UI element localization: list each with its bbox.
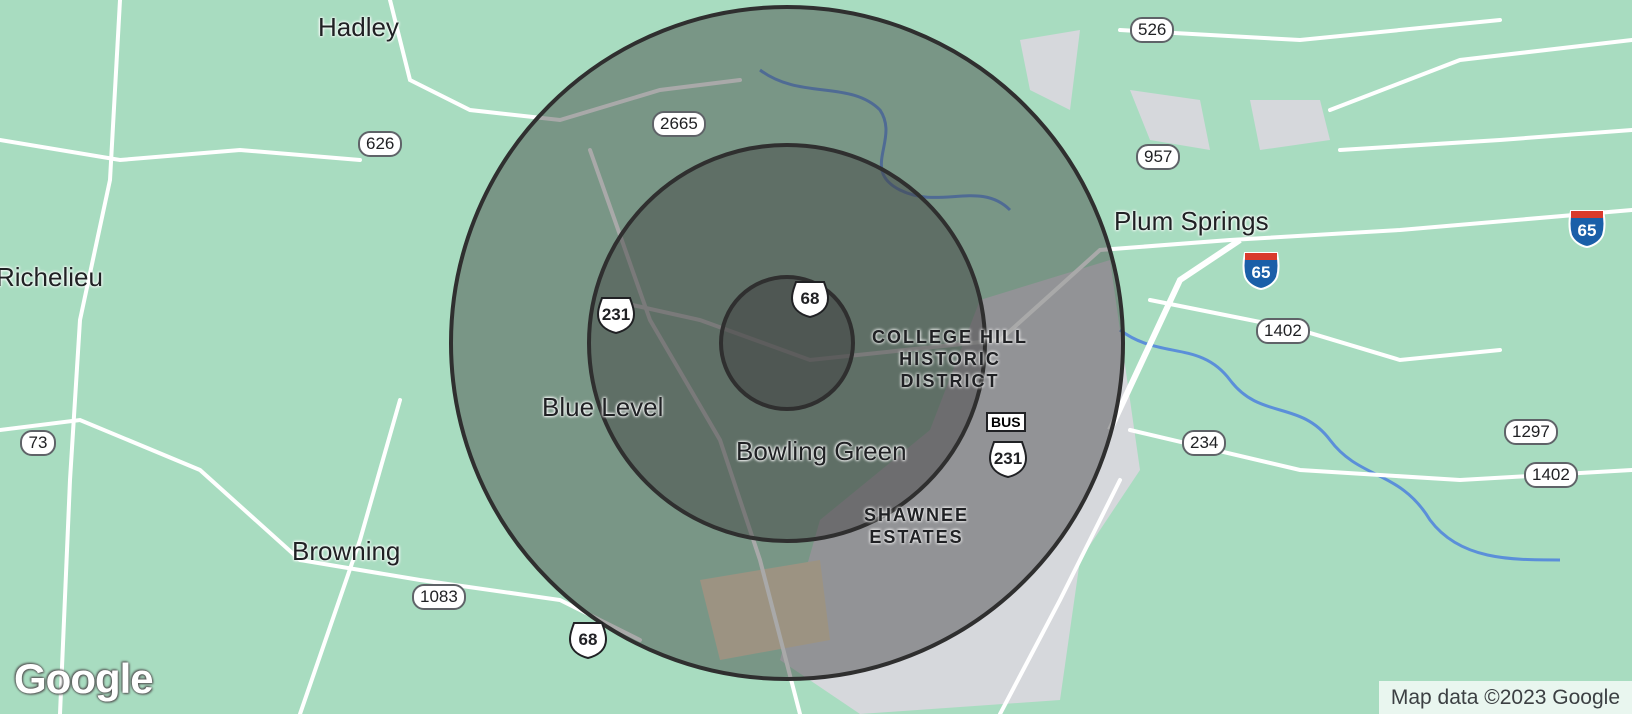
us-route-number: 231 xyxy=(601,305,631,324)
map-attribution-link[interactable]: Map data ©2023 Google xyxy=(1378,681,1632,714)
google-logo: Google xyxy=(14,655,154,702)
route-shield-1297: 1297 xyxy=(1504,419,1558,445)
us-route-number: 68 xyxy=(800,289,820,308)
route-shield-1083: 1083 xyxy=(412,584,466,610)
interstate-shield-icon xyxy=(1242,252,1280,290)
us-shield-icon xyxy=(568,622,608,659)
route-shield-957: 957 xyxy=(1136,144,1181,170)
us-route-shield-68: 68 xyxy=(568,621,608,659)
us-shield-icon xyxy=(790,281,830,318)
place-label-plum-springs: Plum Springs xyxy=(1114,206,1269,236)
urban-area xyxy=(1250,100,1330,150)
urban-area xyxy=(780,260,1140,714)
river xyxy=(1119,328,1561,562)
district-label-college-hill: COLLEGE HILL HISTORIC DISTRICT xyxy=(872,327,1028,391)
us-route-number: 231 xyxy=(993,449,1023,468)
district-label-shawnee-estates: SHAWNEE ESTATES xyxy=(864,505,970,547)
urban-area xyxy=(1130,90,1210,150)
route-shield-1402: 1402 xyxy=(1524,462,1578,488)
place-label-blue-level: Blue Level xyxy=(542,392,664,422)
us-route-number: 68 xyxy=(578,630,598,649)
place-label-hadley: Hadley xyxy=(318,12,399,42)
place-label-browning: Browning xyxy=(292,536,401,566)
interstate-number: 65 xyxy=(1251,263,1271,282)
us-route-shield-231: 231 xyxy=(596,296,636,334)
urban-area xyxy=(1020,30,1080,110)
business-route-tag: BUS xyxy=(986,412,1026,432)
campus-area xyxy=(700,560,830,660)
route-shield-234: 234 xyxy=(1182,430,1227,456)
route-shield-2665: 2665 xyxy=(652,111,706,137)
place-label-richelieu: Richelieu xyxy=(0,262,103,292)
us-route-shield-68: 68 xyxy=(790,280,830,318)
us-shield-icon xyxy=(988,441,1028,478)
route-shield-73: 73 xyxy=(20,430,56,456)
interstate-shield-65: 65 xyxy=(1242,250,1280,290)
interstate-road xyxy=(1107,237,1242,432)
us-route-shield-231-business: 231 xyxy=(988,440,1028,478)
us-shield-icon xyxy=(596,297,636,334)
interstate-shield-icon xyxy=(1568,210,1606,248)
route-shield-1402: 1402 xyxy=(1256,318,1310,344)
radius-ring-inner xyxy=(719,275,855,411)
interstate-number: 65 xyxy=(1577,221,1597,240)
river xyxy=(759,68,1012,212)
route-shield-526: 526 xyxy=(1130,17,1175,43)
route-shield-626: 626 xyxy=(358,131,403,157)
interstate-shield-65: 65 xyxy=(1568,208,1606,248)
place-label-bowling-green: Bowling Green xyxy=(736,436,907,466)
